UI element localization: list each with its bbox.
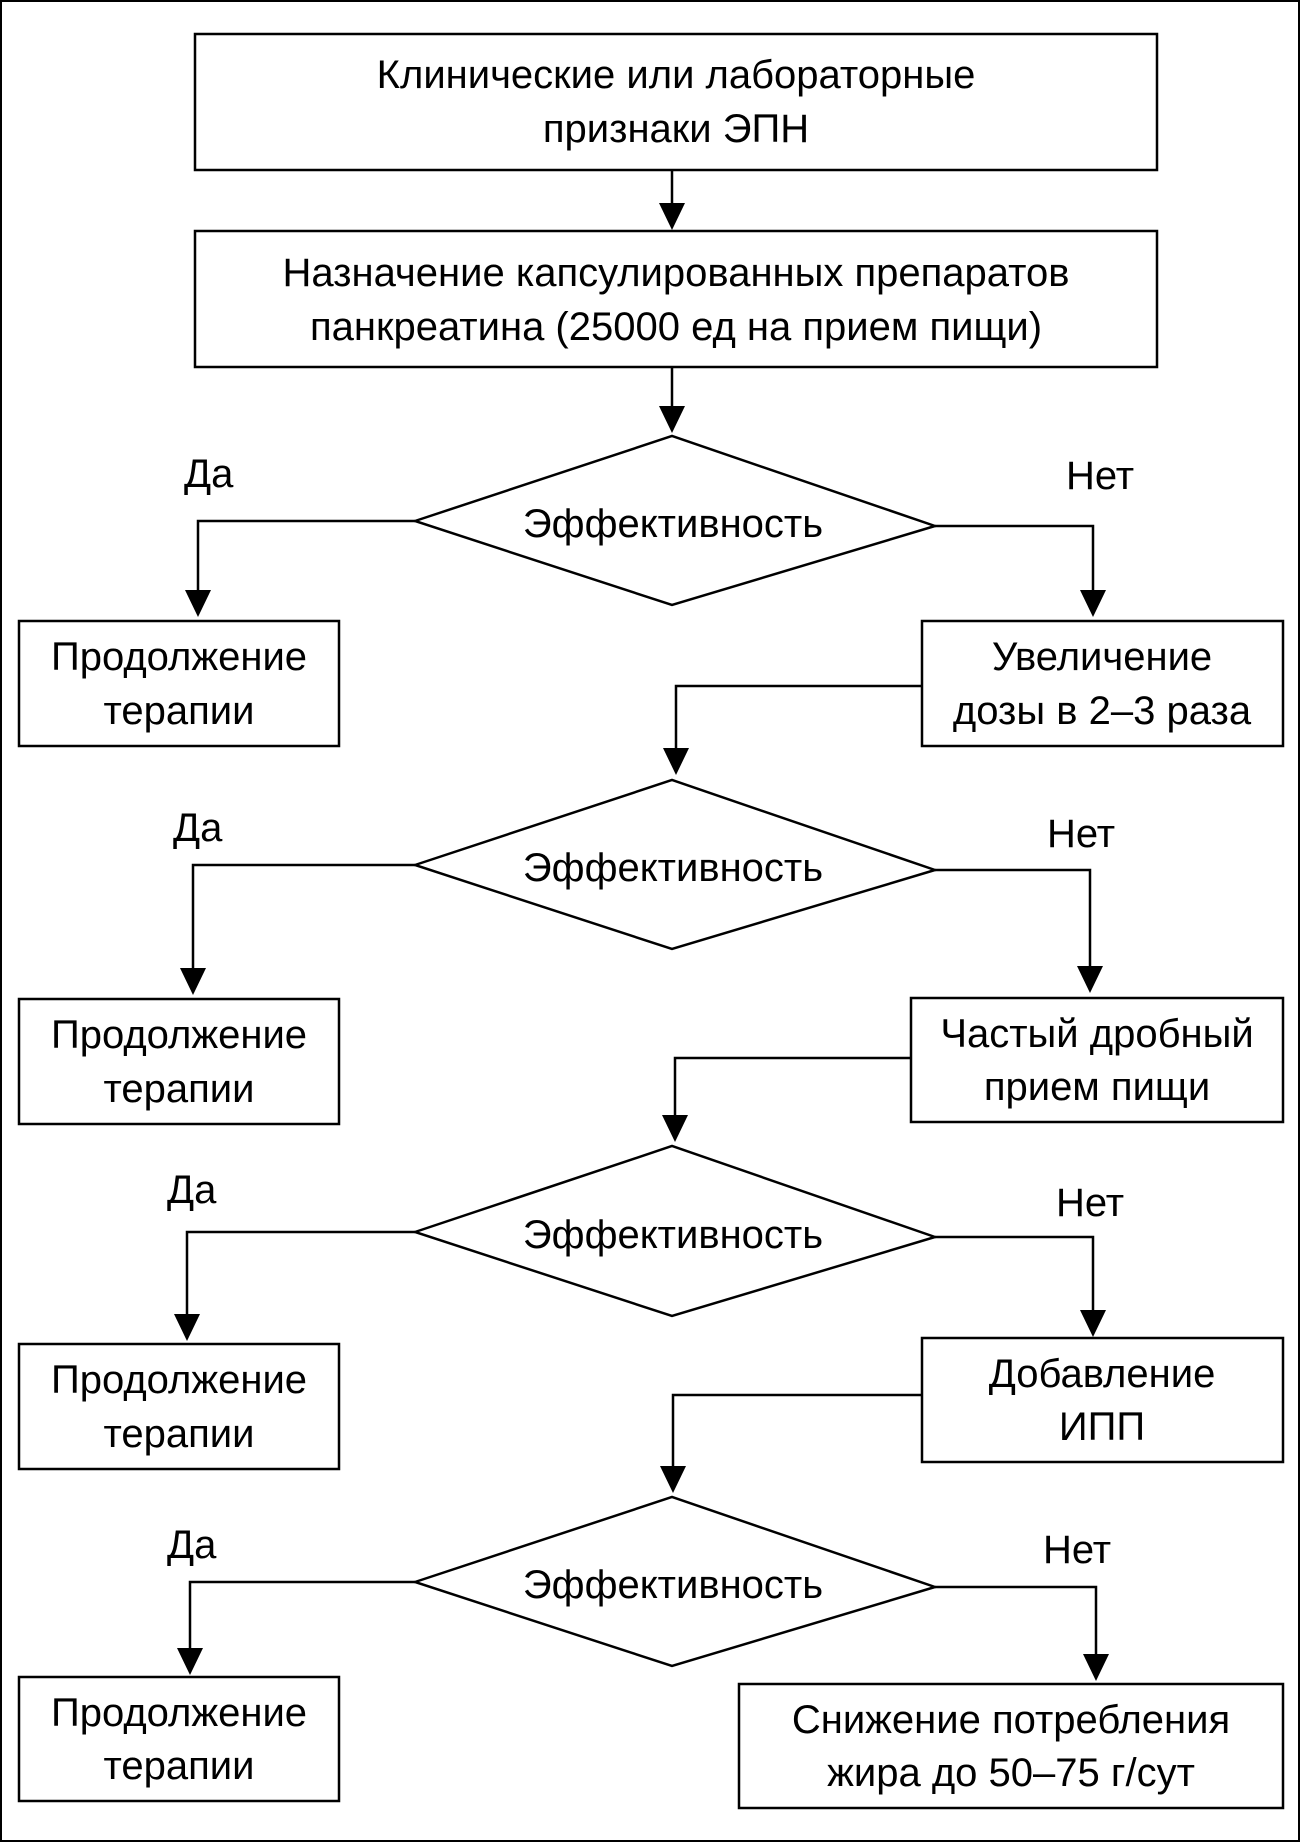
- prescribe-line-2: панкреатина (25000 ед на прием пищи): [310, 305, 1042, 349]
- increase-dose-box: Увеличение дозы в 2–3 раза: [920, 619, 1285, 748]
- add-ppi-box: Добавление ИПП: [920, 1336, 1285, 1464]
- decision-diamond-3: Эффективность: [411, 1144, 940, 1318]
- arrow-decision-1-yes: [185, 519, 415, 617]
- reduce-fat-line-1: Снижение потребления: [792, 1698, 1230, 1742]
- arrow-decision-4-no: [935, 1585, 1109, 1681]
- continue-therapy-box-2: Продолжение терапии: [17, 997, 341, 1126]
- arrow-add-ppi-to-decision-4: [660, 1393, 922, 1493]
- no-label-4: Нет: [1043, 1528, 1111, 1572]
- decision-diamond-2: Эффективность: [410, 778, 940, 951]
- arrow-start-to-prescribe: [659, 170, 685, 230]
- arrow-prescribe-to-decision-1: [659, 367, 685, 433]
- decision-1-label: Эффективность: [523, 502, 823, 546]
- reduce-fat-line-2: жира до 50–75 г/сут: [827, 1751, 1195, 1795]
- arrow-decision-2-yes: [180, 863, 415, 995]
- frequent-meals-box: Частый дробный прием пищи: [909, 996, 1285, 1124]
- arrow-decision-1-no: [935, 524, 1106, 617]
- continue-therapy-4-line-2: терапии: [104, 1744, 255, 1788]
- add-ppi-line-2: ИПП: [1059, 1405, 1145, 1449]
- no-label-3: Нет: [1056, 1181, 1124, 1225]
- decision-2-label: Эффективность: [523, 846, 823, 890]
- increase-dose-line-1: Увеличение: [992, 635, 1212, 679]
- arrow-decision-3-yes: [174, 1230, 415, 1341]
- continue-therapy-3-line-1: Продолжение: [51, 1358, 307, 1402]
- continue-therapy-1-line-2: терапии: [104, 689, 255, 733]
- yes-label-1: Да: [184, 452, 234, 496]
- arrow-increase-dose-to-decision-2: [663, 684, 922, 775]
- reduce-fat-box: Снижение потребления жира до 50–75 г/сут: [737, 1682, 1285, 1810]
- start-box: Клинические или лабораторные признаки ЭП…: [193, 32, 1159, 172]
- frequent-meals-line-2: прием пищи: [984, 1065, 1210, 1109]
- continue-therapy-2-line-1: Продолжение: [51, 1013, 307, 1057]
- decision-3-label: Эффективность: [523, 1213, 823, 1257]
- decision-diamond-4: Эффективность: [410, 1495, 940, 1668]
- yes-label-2: Да: [173, 806, 223, 850]
- yes-label-4: Да: [167, 1523, 217, 1567]
- increase-dose-line-2: дозы в 2–3 раза: [953, 689, 1252, 733]
- no-label-2: Нет: [1047, 812, 1115, 856]
- continue-therapy-4-line-1: Продолжение: [51, 1691, 307, 1735]
- no-label-1: Нет: [1066, 454, 1134, 498]
- continue-therapy-2-line-2: терапии: [104, 1067, 255, 1111]
- continue-therapy-1-line-1: Продолжение: [51, 635, 307, 679]
- continue-therapy-box-1: Продолжение терапии: [17, 619, 341, 748]
- arrow-decision-4-yes: [177, 1580, 415, 1675]
- add-ppi-line-1: Добавление: [989, 1352, 1216, 1396]
- prescribe-line-1: Назначение капсулированных препаратов: [282, 251, 1069, 295]
- continue-therapy-box-4: Продолжение терапии: [17, 1675, 341, 1803]
- arrow-frequent-meals-to-decision-3: [662, 1056, 911, 1142]
- start-line-1: Клинические или лабораторные: [377, 53, 976, 97]
- arrow-decision-3-no: [935, 1235, 1106, 1337]
- start-line-2: признаки ЭПН: [543, 107, 809, 151]
- decision-4-label: Эффективность: [523, 1563, 823, 1607]
- yes-label-3: Да: [167, 1168, 217, 1212]
- continue-therapy-3-line-2: терапии: [104, 1412, 255, 1456]
- decision-diamond-1: Эффективность: [410, 434, 940, 607]
- frequent-meals-line-1: Частый дробный: [940, 1012, 1253, 1056]
- arrow-decision-2-no: [935, 868, 1103, 993]
- prescribe-pancreatin-box: Назначение капсулированных препаратов па…: [193, 229, 1159, 369]
- continue-therapy-box-3: Продолжение терапии: [17, 1342, 341, 1471]
